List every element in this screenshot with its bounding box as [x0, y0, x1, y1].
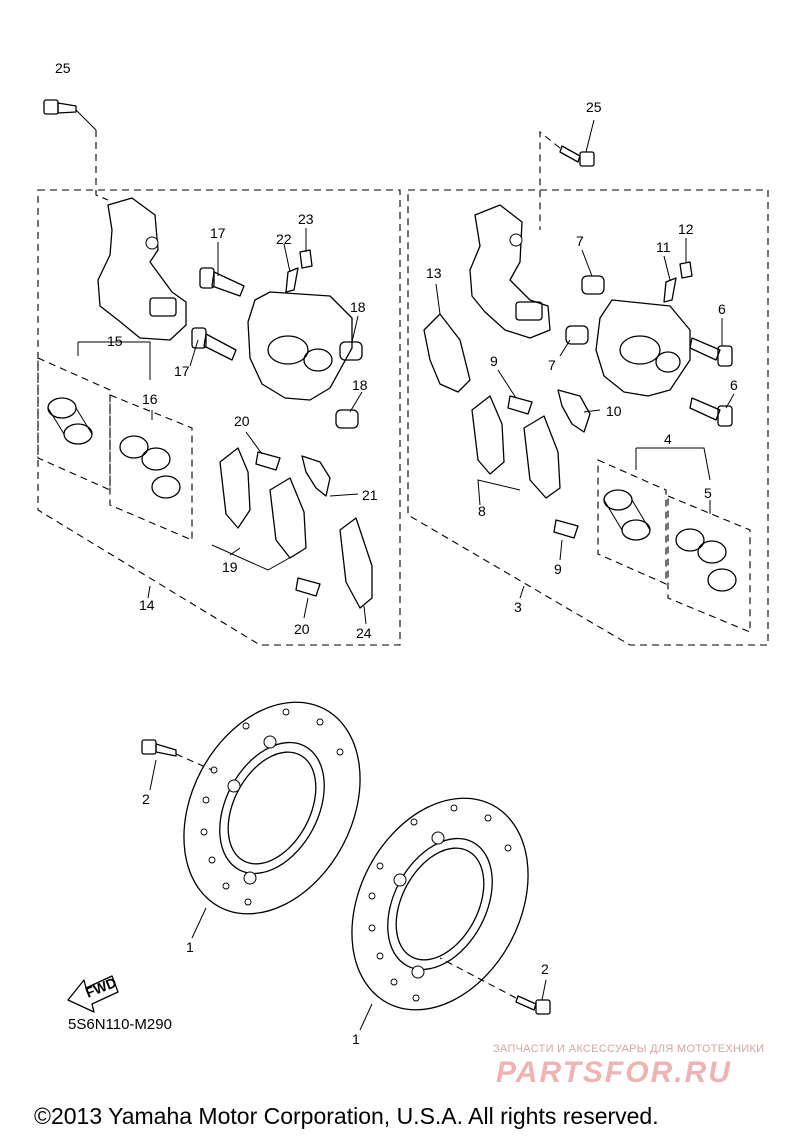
brake-pad-19b [269, 477, 307, 559]
pin-6-bottom [689, 397, 733, 427]
caliper-body-right [595, 299, 691, 397]
callout-9-top: 9 [490, 353, 498, 369]
caliper-bracket-right [469, 204, 551, 339]
callout-1-right: 1 [352, 1031, 360, 1047]
left-caliper-assembly [37, 99, 401, 646]
callout-4: 4 [664, 431, 672, 447]
callout-7-bottom: 7 [548, 357, 556, 373]
watermark-tagline: ЗАПЧАСТИ И АКСЕССУАРЫ ДЛЯ МОТОТЕХНИКИ [493, 1043, 765, 1055]
callout-10: 10 [606, 403, 622, 419]
callout-9-bottom: 9 [554, 561, 562, 577]
disc-bolt-2-right [439, 957, 551, 1015]
bushing-18-bottom [335, 409, 359, 429]
piston-kit-4 [603, 489, 651, 541]
bleed-screw-22 [285, 267, 299, 293]
callout-6-bottom: 6 [730, 377, 738, 393]
callout-22: 22 [276, 231, 292, 247]
piston-kit-15 [47, 397, 93, 445]
callout-20-bottom: 20 [294, 621, 310, 637]
pin-17-top [199, 267, 245, 297]
pad-clip-9-bottom [553, 519, 579, 539]
callout-2-left: 2 [142, 791, 150, 807]
brake-pad-24 [339, 517, 373, 609]
callout-14: 14 [139, 597, 155, 613]
callout-3: 3 [514, 599, 522, 615]
callout-7-top: 7 [576, 233, 584, 249]
callout-23: 23 [298, 211, 314, 227]
callout-16: 16 [142, 391, 158, 407]
caliper-body-left [247, 291, 353, 401]
brake-disc-right [351, 797, 529, 1011]
callout-2-right: 2 [541, 961, 549, 977]
callout-8: 8 [478, 503, 486, 519]
pad-spring-13 [423, 313, 471, 393]
fwd-label: FWD [83, 974, 119, 1001]
callout-21: 21 [362, 487, 378, 503]
bolt-25-right [539, 130, 595, 230]
callout-25-left: 25 [55, 60, 71, 76]
copyright-notice: ©2013 Yamaha Motor Corporation, U.S.A. A… [34, 1103, 659, 1129]
callout-11: 11 [656, 239, 671, 255]
diagram-code: 5S6N110-M290 [68, 1016, 172, 1033]
fwd-arrow-icon: FWD [67, 974, 119, 1013]
callout-17-top: 17 [210, 225, 226, 241]
callout-13: 13 [426, 265, 442, 281]
callout-25-right: 25 [586, 99, 602, 115]
callout-18-top: 18 [350, 299, 366, 315]
right-caliper-assembly [407, 119, 769, 646]
pad-clip-20-bottom [295, 577, 321, 597]
boot-7-bottom [565, 325, 589, 345]
callout-6-top: 6 [718, 301, 726, 317]
callout-17-bottom: 17 [174, 363, 190, 379]
callout-12: 12 [678, 221, 694, 237]
bleed-cap-12 [679, 261, 693, 279]
bleed-screw-11 [663, 277, 677, 303]
callout-20-top: 20 [234, 413, 250, 429]
pad-spring-10 [557, 389, 591, 433]
callout-24: 24 [356, 625, 372, 641]
brake-pad-8b [523, 415, 561, 499]
seal-kit-5 [675, 528, 737, 592]
callout-5: 5 [704, 485, 712, 501]
brake-disc-left [183, 701, 361, 915]
boot-7-top [581, 275, 605, 295]
pin-6-top [689, 337, 733, 367]
callout-18-bottom: 18 [352, 377, 368, 393]
seal-kit-16 [119, 435, 181, 499]
bushing-18-top [339, 341, 363, 361]
pad-clip-20-top [255, 451, 281, 471]
bolt-25-left [43, 99, 109, 201]
pad-spring-21 [301, 455, 331, 497]
caliper-bracket-left [97, 197, 187, 341]
callout-1-left: 1 [186, 939, 194, 955]
brake-pad-19a [219, 447, 251, 529]
disc-bolt-2-left [141, 739, 213, 771]
pad-clip-9-top [507, 395, 533, 415]
watermark-brand: PARTSFOR.RU [496, 1056, 732, 1089]
pin-17-bottom [191, 327, 237, 361]
bleed-cap-23 [299, 249, 313, 269]
callout-19: 19 [222, 559, 238, 575]
callout-15: 15 [107, 333, 123, 349]
brake-pad-8a [471, 395, 505, 475]
